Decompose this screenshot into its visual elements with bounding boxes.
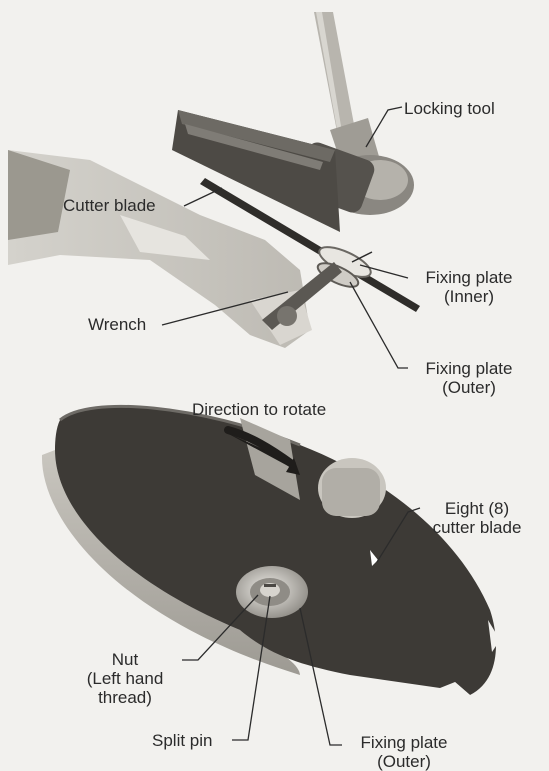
locking-tool-text: Locking tool (404, 99, 495, 118)
label-fixing-plate-inner: Fixing plate (Inner) (410, 268, 528, 306)
label-fixing-plate-outer-top: Fixing plate (Outer) (410, 359, 528, 397)
fixing-plate-outer-bottom-text-1: Fixing plate (345, 733, 463, 752)
nut-text-1: Nut (68, 650, 182, 669)
label-nut: Nut (Left hand thread) (68, 650, 182, 707)
nut-text-2: (Left hand (68, 669, 182, 688)
label-wrench: Wrench (88, 315, 146, 334)
label-direction-to-rotate: Direction to rotate (192, 400, 326, 419)
split-pin-text: Split pin (152, 731, 212, 750)
eight-cutter-text-2: cutter blade (418, 518, 536, 537)
label-eight-cutter-blade: Eight (8) cutter blade (418, 499, 536, 537)
eight-cutter-text-1: Eight (8) (418, 499, 536, 518)
fixing-plate-outer-bottom-text-2: (Outer) (345, 752, 463, 771)
fixing-plate-inner-text-2: (Inner) (410, 287, 528, 306)
label-cutter-blade: Cutter blade (63, 196, 156, 215)
label-locking-tool: Locking tool (404, 99, 495, 118)
cutter-blade-text: Cutter blade (63, 196, 156, 215)
label-fixing-plate-outer-bottom: Fixing plate (Outer) (345, 733, 463, 771)
nut-text-3: thread) (68, 688, 182, 707)
split-pin (264, 584, 276, 587)
wrench-text: Wrench (88, 315, 146, 334)
label-split-pin: Split pin (152, 731, 212, 750)
fixing-plate-outer-top-text-1: Fixing plate (410, 359, 528, 378)
direction-to-rotate-text: Direction to rotate (192, 400, 326, 419)
fixing-plate-inner-text-1: Fixing plate (410, 268, 528, 287)
fixing-plate-outer-top-text-2: (Outer) (410, 378, 528, 397)
